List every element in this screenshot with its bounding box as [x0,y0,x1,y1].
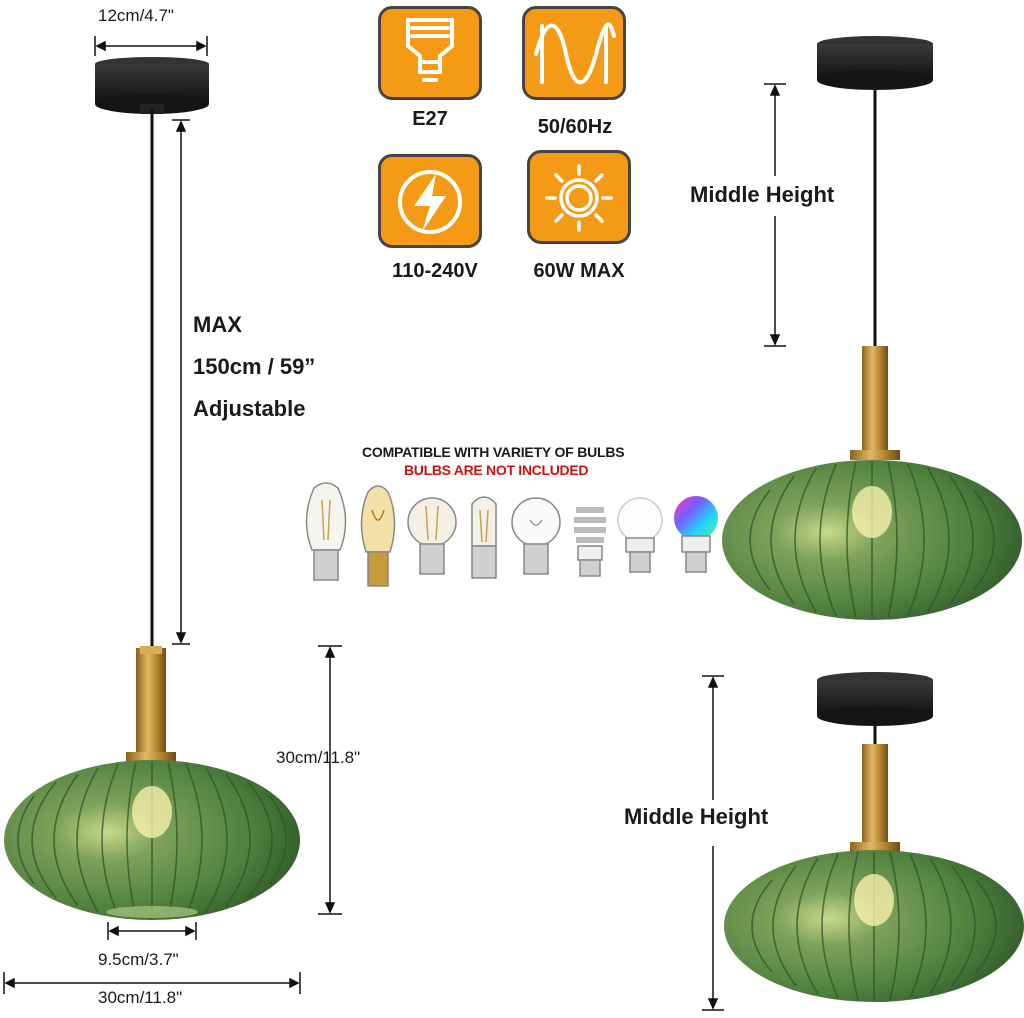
frequency-spec-tile [522,6,626,100]
ceiling-canopy-bottom [817,672,933,726]
wattage-spec-tile [527,150,631,244]
e27-spec-tile [378,6,482,100]
canopy-width-dimension-line [94,36,208,56]
middle-height-dimension-line-top [764,83,786,347]
voltage-spec-tile [378,154,482,248]
frequency-spec-label: 50/60Hz [537,116,613,138]
cord-max-label: MAX [193,312,242,337]
brass-socket [136,648,166,758]
middle-height-dimension-line-bottom [702,675,724,1011]
opening-width-dimension-line [107,922,197,940]
lightning-icon [398,170,462,234]
middle-height-label-top: Middle Height [688,182,837,208]
bulbs-subtitle: BULBS ARE NOT INCLUDED [404,462,589,478]
shade-height-dimension-line [318,645,342,915]
sine-wave-icon [534,22,616,85]
spiral-cfl-bulb-icon [574,507,606,577]
cord-length-label: 150cm / 59” [193,354,316,379]
bulbs-title: COMPATIBLE WITH VARIETY OF BULBS [362,444,625,460]
wattage-spec-label: 60W MAX [533,260,625,282]
shade-width-label: 30cm/11.8" [98,988,183,1007]
ribbed-glass-shade-bottom [724,850,1024,1002]
ribbed-glass-shade-top [722,460,1022,620]
canopy-width-label: 12cm/4.7" [98,6,174,25]
st64-vintage-bulb-icon [360,485,396,587]
st64-filament-bulb-icon [305,482,347,581]
ceiling-canopy-top [817,36,933,90]
a19-led-bulb-icon [617,497,663,573]
opening-width-label: 9.5cm/3.7" [98,950,179,969]
a19-filament-bulb-icon [407,497,457,575]
bulb-lineup [305,482,718,587]
shade-height-label: 30cm/11.8" [276,748,361,767]
cord-adjustable-label: Adjustable [193,396,306,421]
sun-icon [545,164,613,232]
ceiling-canopy [95,57,209,114]
shade-width-dimension-line [3,972,301,994]
cord-length-dimension-line [172,119,190,645]
ribbed-glass-shade [4,760,300,920]
a19-clear-bulb-icon [511,497,561,575]
t45-filament-bulb-icon [471,496,497,579]
middle-height-label-bottom: Middle Height [622,804,771,830]
bulb-base-icon [406,18,454,82]
rgb-smart-bulb-icon [674,496,718,573]
voltage-spec-label: 110-240V [392,260,478,282]
e27-spec-label: E27 [412,108,448,130]
